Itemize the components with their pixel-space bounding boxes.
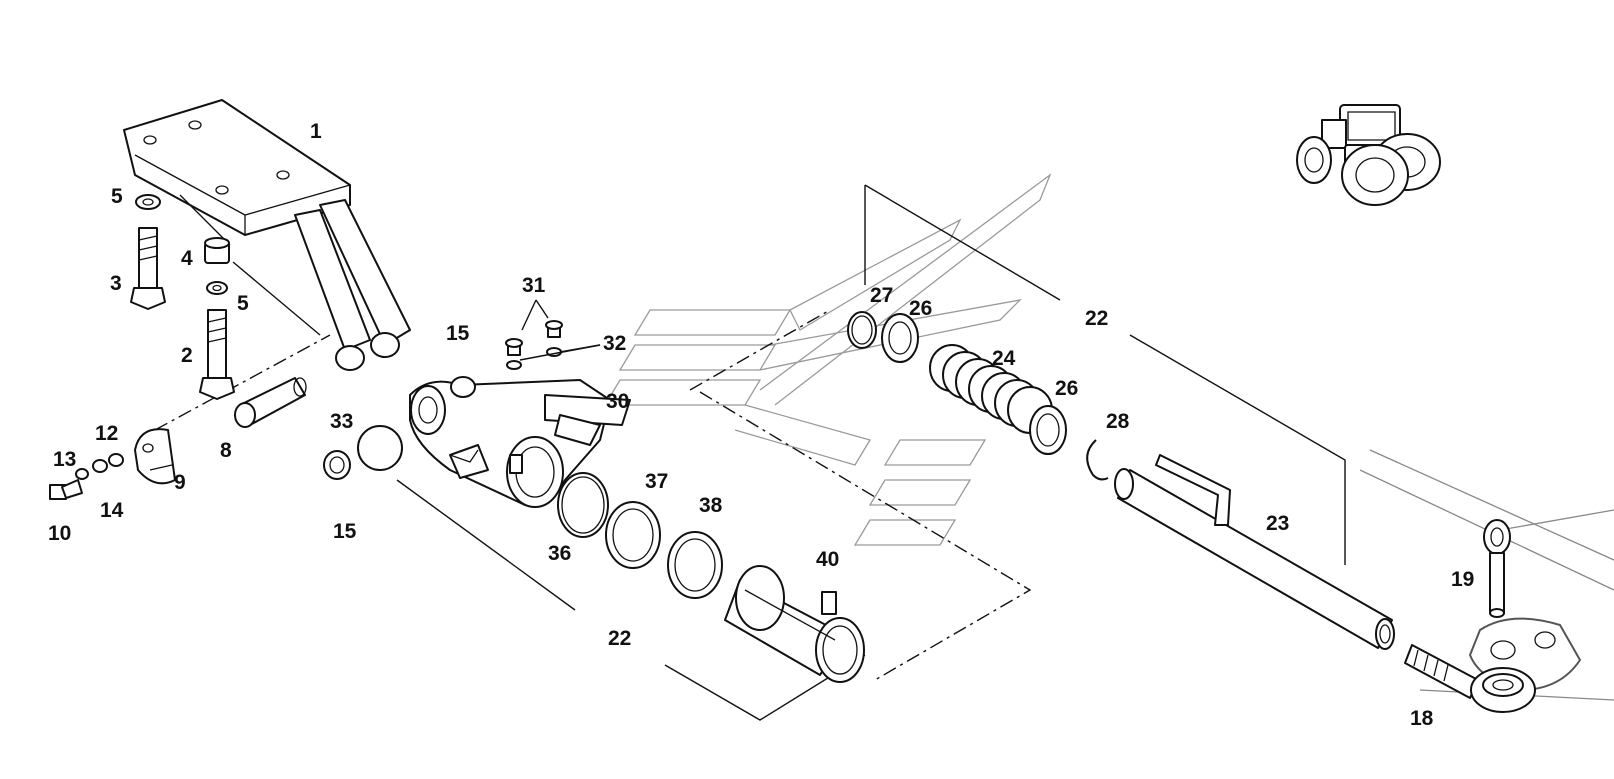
tractor-icon [1296,104,1441,206]
callout-30: 30 [606,390,629,413]
spring-assembly [847,311,1109,481]
housing-assembly [409,376,631,508]
callout-18: 18 [1410,707,1434,730]
callout-13: 13 [53,448,76,471]
callout-22: 22 [1085,307,1108,330]
watermark-logo [603,173,1052,546]
callout-2: 2 [181,344,193,367]
callout-33: 33 [330,410,353,433]
callout-31: 31 [522,274,546,297]
ball-joint [323,425,403,480]
callout-10: 10 [48,522,71,545]
seal-rings [557,472,723,599]
callout-1: 1 [310,120,322,143]
callout-26: 26 [909,297,932,320]
axis-lines [154,309,1032,681]
callout-26: 26 [1055,377,1078,400]
callout-28: 28 [1106,410,1130,433]
callout-5: 5 [111,185,123,208]
callout-12: 12 [95,422,118,445]
callout-5: 5 [237,292,249,315]
callout-19: 19 [1451,568,1474,591]
callout-24: 24 [992,347,1016,370]
callouts: 1 5 4 3 5 2 8 12 13 9 14 10 15 33 15 31 … [48,120,1474,730]
pin-part-8 [234,377,307,428]
callout-37: 37 [645,470,668,493]
callout-4: 4 [181,247,193,270]
callout-15: 15 [446,322,470,345]
rod-end-part-18 [1404,644,1536,713]
rod-part-23 [1114,454,1395,650]
bracket-plate [123,99,411,371]
retainer-plate [49,428,176,500]
callout-3: 3 [110,272,122,295]
callout-14: 14 [100,499,124,522]
callout-8: 8 [220,439,232,462]
callout-40: 40 [816,548,839,571]
bolts-and-washers [130,194,235,400]
callout-27: 27 [870,284,893,307]
sleeve-part-40 [724,565,865,683]
callout-32: 32 [603,332,626,355]
callout-15: 15 [333,520,357,543]
leader-lines [232,261,601,361]
pin-part-19 [1483,519,1511,618]
callout-23: 23 [1266,512,1289,535]
callout-38: 38 [699,494,723,517]
frame-outline [1359,449,1614,701]
callout-9: 9 [174,471,186,494]
callout-36: 36 [548,542,571,565]
grease-nipples [505,320,563,370]
callout-22: 22 [608,627,631,650]
